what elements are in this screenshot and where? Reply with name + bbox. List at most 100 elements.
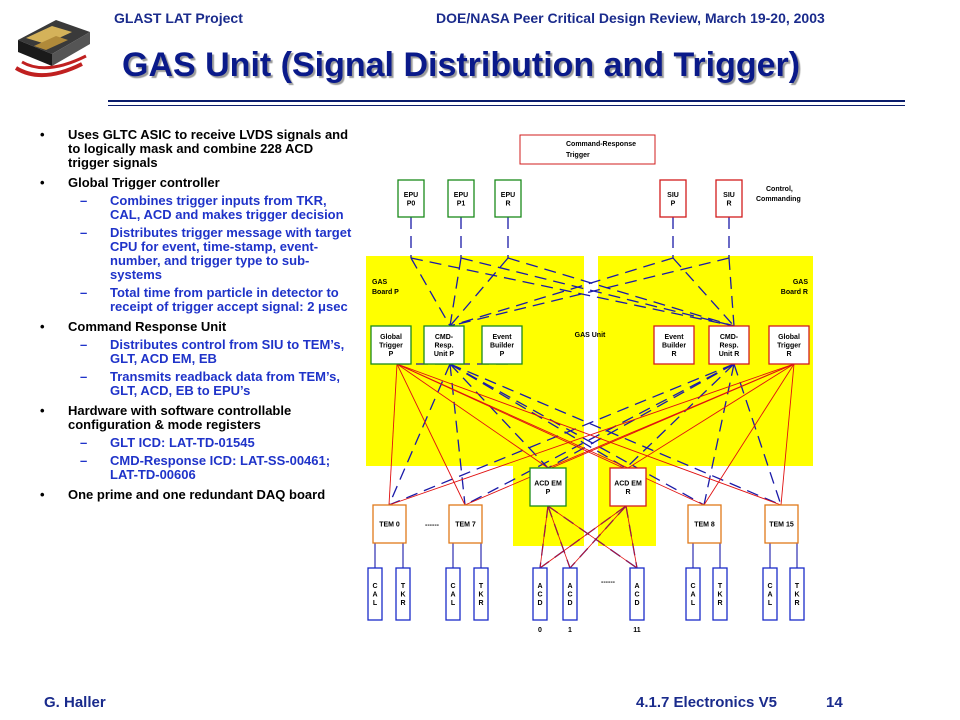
glast-satellite-logo-icon xyxy=(12,10,94,80)
acd-trigger-link xyxy=(547,505,638,569)
cmd-link xyxy=(728,257,735,327)
trigger-link xyxy=(703,363,795,506)
acd-em-box-label: ACD EM xyxy=(614,480,642,487)
gas-board-r-unit-label: Unit R xyxy=(719,351,740,358)
subsystem-box-label: K xyxy=(400,592,405,599)
trigger-link xyxy=(388,363,398,506)
subsystem-box xyxy=(445,567,461,621)
epu-box xyxy=(447,179,475,218)
gas-board-p-unit xyxy=(370,325,412,365)
cmd-link xyxy=(672,257,735,327)
bullet-text: Command Response Unit xyxy=(68,319,227,334)
tem-ellipsis: ------ xyxy=(425,522,440,529)
gas-board-r-unit-label: Builder xyxy=(662,343,686,350)
subsystem-box-label: A xyxy=(567,583,572,590)
acd-trigger-link xyxy=(625,505,638,569)
acd-em-box-label: ACD EM xyxy=(534,480,562,487)
tem-box-label: TEM 7 xyxy=(455,522,476,529)
gas-board-p-unit xyxy=(481,325,523,365)
tem-box xyxy=(764,504,799,544)
footer-page-number: 14 xyxy=(826,694,843,711)
subsystem-box-label: T xyxy=(479,583,484,590)
sub-bullet-list: GLT ICD: LAT-TD-01545CMD-Response ICD: L… xyxy=(68,436,355,482)
subsystem-box-label: D xyxy=(567,600,572,607)
subsystem-box-label: C xyxy=(767,583,772,590)
sub-bullet-item: CMD-Response ICD: LAT-SS-00461; LAT-TD-0… xyxy=(68,454,355,482)
tem-box xyxy=(448,504,483,544)
cmd-link xyxy=(449,363,782,506)
gas-board-p-unit-label: P xyxy=(389,351,394,358)
gas-board-p-unit-label: P xyxy=(500,351,505,358)
gas-unit-label: GAS Unit xyxy=(575,332,606,339)
subsystem-box-label: T xyxy=(795,583,800,590)
subsystem-box-label: T xyxy=(401,583,406,590)
subsystem-box-label: C xyxy=(372,583,377,590)
subsystem-box xyxy=(562,567,578,621)
control-commanding-label: Commanding xyxy=(756,196,801,203)
cmd-link xyxy=(388,363,451,506)
cmd-link xyxy=(703,363,735,506)
cmd-link xyxy=(449,363,705,506)
bullet-text: Uses GLTC ASIC to receive LVDS signals a… xyxy=(68,127,349,170)
siu-box-label: SIU xyxy=(667,192,679,199)
epu-box-label: R xyxy=(505,200,510,207)
trigger-link xyxy=(627,363,795,469)
epu-box-label: EPU xyxy=(501,192,515,199)
gas-board-p-unit-label: CMD- xyxy=(435,334,454,341)
gas-board-r-unit-label: Trigger xyxy=(777,343,801,350)
acd-trigger-link xyxy=(569,505,627,569)
epu-box xyxy=(397,179,425,218)
subsystem-box xyxy=(367,567,383,621)
bullet-text: Hardware with software controllable conf… xyxy=(68,403,292,432)
acd-trigger-link xyxy=(539,505,627,569)
tem-box-label: TEM 8 xyxy=(694,522,715,529)
acd-number: 1 xyxy=(568,627,572,634)
tem-box-label: TEM 15 xyxy=(769,522,794,529)
sub-bullet-item: Distributes trigger message with target … xyxy=(68,226,355,282)
gas-board-p-unit-label: Unit P xyxy=(434,351,455,358)
cmd-link xyxy=(464,363,735,506)
gas-board-p-label: GAS xyxy=(372,279,388,286)
subsystem-box-label: L xyxy=(691,600,696,607)
bullet-item: Command Response UnitDistributes control… xyxy=(40,320,355,398)
gas-board-r-unit xyxy=(768,325,810,365)
footer-section: 4.1.7 Electronics V5 xyxy=(636,694,777,711)
subsystem-box-label: A xyxy=(690,592,695,599)
bullet-item: Hardware with software controllable conf… xyxy=(40,404,355,482)
sub-bullet-list: Distributes control from SIU to TEM’s, G… xyxy=(68,338,355,398)
cmd-link xyxy=(388,363,735,506)
subsystem-box-label: C xyxy=(567,592,572,599)
sub-bullet-item: Distributes control from SIU to TEM’s, G… xyxy=(68,338,355,366)
subsystem-box-label: K xyxy=(478,592,483,599)
subsystem-box xyxy=(762,567,778,621)
acd-em-box-label: R xyxy=(625,489,630,496)
siu-box xyxy=(715,179,743,218)
epu-box-label: EPU xyxy=(404,192,418,199)
cmd-link xyxy=(733,363,782,506)
gas-board-p-unit-label: Global xyxy=(380,334,402,341)
sub-bullet-item: Combines trigger inputs from TKR, CAL, A… xyxy=(68,194,355,222)
acd-trigger-link xyxy=(539,505,549,569)
gas-board-p-unit-label: Resp. xyxy=(434,343,453,350)
subsystem-box-label: R xyxy=(478,600,483,607)
subsystem-box-label: A xyxy=(537,583,542,590)
siu-box-label: SIU xyxy=(723,192,735,199)
subsystem-box xyxy=(395,567,411,621)
legend-box xyxy=(519,134,656,165)
cmd-link xyxy=(449,257,509,327)
gas-board-p-unit-label: Event xyxy=(492,334,512,341)
subsystem-box-label: C xyxy=(450,583,455,590)
gas-board-r-unit-label: R xyxy=(786,351,791,358)
subsystem-box-label: R xyxy=(400,600,405,607)
bullet-text: One prime and one redundant DAQ board xyxy=(68,487,326,502)
bullet-item: Global Trigger controllerCombines trigge… xyxy=(40,176,355,314)
trigger-link xyxy=(396,363,549,469)
cmd-link xyxy=(449,257,674,327)
subsystem-box-label: A xyxy=(450,592,455,599)
subsystem-box xyxy=(532,567,548,621)
epu-box-label: P1 xyxy=(457,200,466,207)
gas-board-p-unit-label: Trigger xyxy=(379,343,403,350)
subsystem-box-label: K xyxy=(717,592,722,599)
trigger-link xyxy=(780,363,795,506)
subsystem-box-label: R xyxy=(717,600,722,607)
